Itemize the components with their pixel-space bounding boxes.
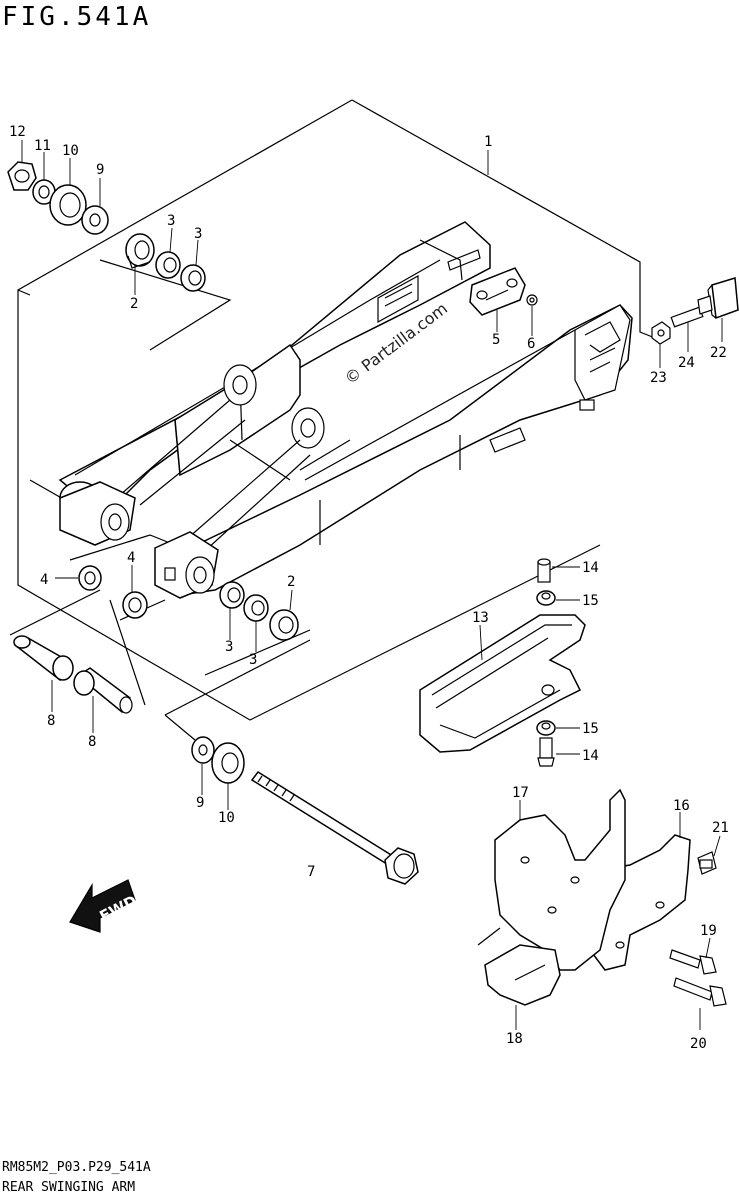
callout-20: 20: [690, 1036, 707, 1052]
callout-23: 23: [650, 370, 667, 386]
oil-seal[interactable]: [125, 233, 155, 269]
slider-collar[interactable]: [536, 720, 556, 736]
leader-lines: [21, 140, 723, 1030]
swingarm[interactable]: [58, 221, 633, 599]
figure-caption: REAR SWINGING ARM: [2, 1180, 136, 1195]
guide-bolt[interactable]: [697, 851, 717, 875]
callout-19: 19: [700, 923, 717, 939]
callout-3: 3: [225, 639, 233, 655]
callout-17: 17: [512, 785, 529, 801]
adjuster-nut[interactable]: [651, 321, 671, 345]
callout-9: 9: [96, 162, 104, 178]
dust-seal[interactable]: [211, 742, 245, 784]
guide-bolt[interactable]: [669, 949, 717, 975]
chain-guide-plate[interactable]: [494, 788, 626, 971]
callout-22: 22: [710, 345, 727, 361]
dust-seal[interactable]: [49, 184, 87, 226]
needle-bearing[interactable]: [219, 581, 245, 609]
thrust-washer[interactable]: [78, 565, 102, 591]
callout-12: 12: [9, 124, 26, 140]
needle-bearing[interactable]: [180, 264, 206, 292]
chain-adjuster-plate[interactable]: [469, 267, 526, 316]
callout-1: 1: [484, 134, 492, 150]
callout-labels: 1 2 2 3 3 3 3 4 4 5 6 7 8 8 9 9 10 10 11…: [9, 124, 729, 1052]
callout-15: 15: [582, 593, 599, 609]
model-code: RM85M2_P03.P29_541A: [2, 1160, 151, 1175]
callout-10: 10: [218, 810, 235, 826]
callout-10: 10: [62, 143, 79, 159]
callout-2: 2: [130, 296, 138, 312]
callout-3: 3: [167, 213, 175, 229]
pivot-nut[interactable]: [7, 161, 37, 191]
chain-slider[interactable]: [419, 614, 586, 753]
pivot-collar[interactable]: [73, 667, 133, 714]
callout-24: 24: [678, 355, 695, 371]
slider-bolt[interactable]: [537, 737, 555, 767]
callout-9: 9: [196, 795, 204, 811]
needle-bearing[interactable]: [155, 251, 181, 279]
callout-3: 3: [249, 652, 257, 668]
callout-6: 6: [527, 336, 535, 352]
callout-5: 5: [492, 332, 500, 348]
callout-13: 13: [472, 610, 489, 626]
callout-4: 4: [40, 572, 48, 588]
chain-puller[interactable]: [707, 277, 739, 320]
callout-21: 21: [712, 820, 729, 836]
plate-bolt[interactable]: [526, 294, 538, 306]
callout-14: 14: [582, 748, 599, 764]
figure-title: FIG.541A: [2, 2, 152, 32]
adjuster-bolt[interactable]: [670, 295, 713, 328]
thrust-washer[interactable]: [122, 591, 148, 619]
callout-8: 8: [88, 734, 96, 750]
callout-2: 2: [287, 574, 295, 590]
callout-7: 7: [307, 864, 315, 880]
guide-bolt[interactable]: [673, 977, 727, 1007]
pivot-collar[interactable]: [13, 635, 74, 682]
slider-collar[interactable]: [536, 590, 556, 606]
spacer-washer[interactable]: [191, 736, 215, 764]
callout-18: 18: [506, 1031, 523, 1047]
needle-bearing[interactable]: [243, 594, 269, 622]
spacer-washer[interactable]: [81, 205, 109, 235]
callout-4: 4: [127, 550, 135, 566]
callout-16: 16: [673, 798, 690, 814]
forward-direction-arrow: FWD: [69, 879, 140, 933]
callout-3: 3: [194, 226, 202, 242]
oil-seal[interactable]: [269, 609, 299, 641]
callout-11: 11: [34, 138, 51, 154]
slider-bolt[interactable]: [537, 558, 551, 583]
callout-15: 15: [582, 721, 599, 737]
chain-guide-roller-block[interactable]: [477, 927, 561, 1006]
callout-14: 14: [582, 560, 599, 576]
callout-8: 8: [47, 713, 55, 729]
pivot-shaft[interactable]: [250, 770, 419, 885]
